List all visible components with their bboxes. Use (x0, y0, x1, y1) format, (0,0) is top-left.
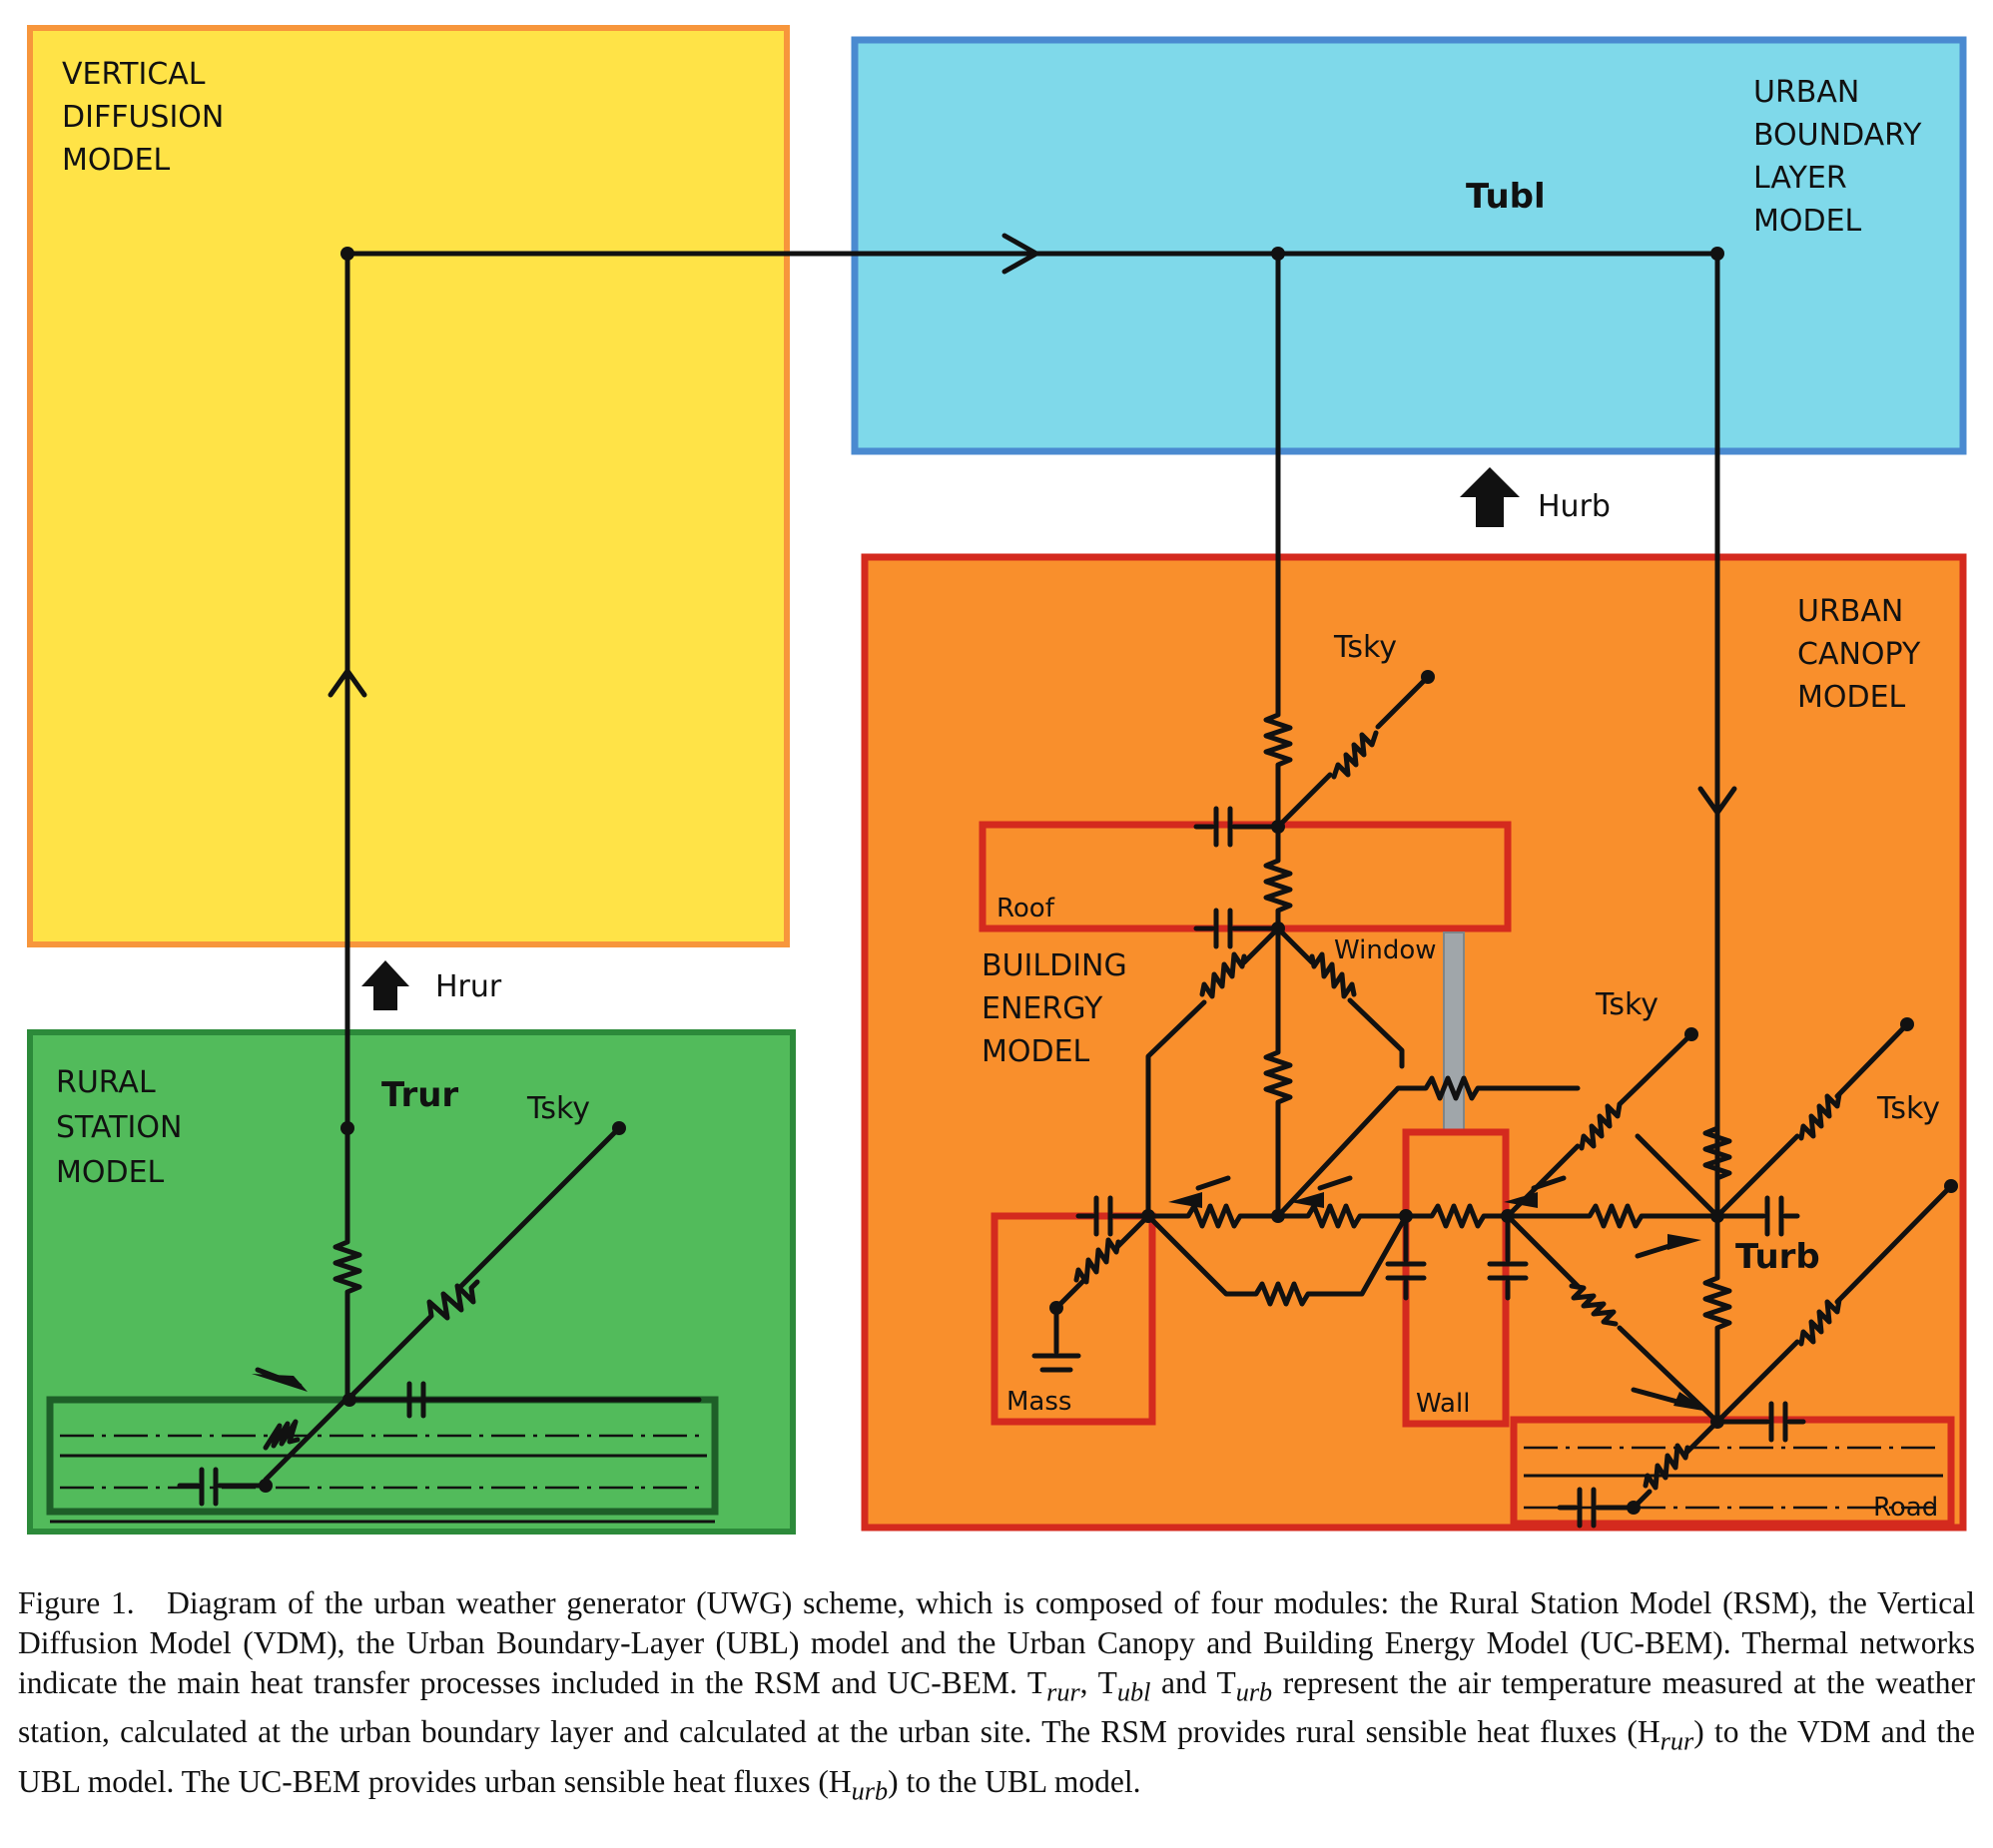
hurb-label: Hurb (1538, 489, 1611, 524)
tubl-label: Tubl (1466, 177, 1546, 217)
caption-prefix: Figure 1. (18, 1585, 135, 1620)
caption-text-1: Diagram of the urban weather generator (… (18, 1585, 1976, 1700)
figure-caption: Figure 1. Diagram of the urban weather g… (18, 1585, 1976, 1805)
rural-tsky-label: Tsky (526, 1091, 590, 1126)
flow-chevron-right (1001, 233, 1039, 275)
rural-station-model-box (27, 1029, 796, 1535)
window-glass (1443, 931, 1465, 1135)
node-vdm (340, 247, 354, 261)
flow-chevron-down (1697, 786, 1737, 816)
sub-h-rur: rur (1660, 1726, 1694, 1756)
sub-ubl: ubl (1116, 1677, 1151, 1707)
hrur-arrow-icon (361, 960, 409, 1010)
roof-label: Roof (996, 894, 1055, 924)
caption-text-3: ) to the VDM and the UBL model. The UC-B… (18, 1714, 1975, 1799)
node-tubl-roof (1271, 247, 1285, 261)
wall-label: Wall (1416, 1389, 1470, 1419)
trur-label: Trur (381, 1075, 458, 1115)
caption-text-4: ) to the UBL model. (888, 1763, 1141, 1799)
urban-boundary-layer-model-box (851, 36, 1967, 455)
sub-urb: urb (1235, 1677, 1273, 1707)
flow-chevron-up (328, 668, 367, 698)
sub-rur: rur (1046, 1677, 1080, 1707)
canopy-tsky-label: Tsky (1876, 1091, 1940, 1126)
roof-tsky-label: Tsky (1333, 630, 1397, 665)
mass-label: Mass (1006, 1387, 1071, 1417)
rural-thermal-network (46, 1121, 719, 1524)
hurb-arrow-icon (1460, 467, 1520, 527)
vertical-diffusion-model-box (27, 25, 790, 947)
window-label: Window (1334, 935, 1437, 965)
caption-text-2: represent the air temperature measured a… (18, 1665, 1976, 1750)
node-tubl-canopy (1710, 247, 1724, 261)
turb-label: Turb (1735, 1237, 1820, 1277)
wall-tsky-label: Tsky (1595, 987, 1659, 1022)
sub-h-urb: urb (851, 1775, 889, 1805)
mass-box (991, 1212, 1156, 1426)
urban-canopy-model-box (861, 553, 1967, 1532)
urban-thermal-network (979, 670, 1958, 1529)
road-label: Road (1873, 1493, 1938, 1523)
hrur-label: Hrur (435, 969, 502, 1004)
